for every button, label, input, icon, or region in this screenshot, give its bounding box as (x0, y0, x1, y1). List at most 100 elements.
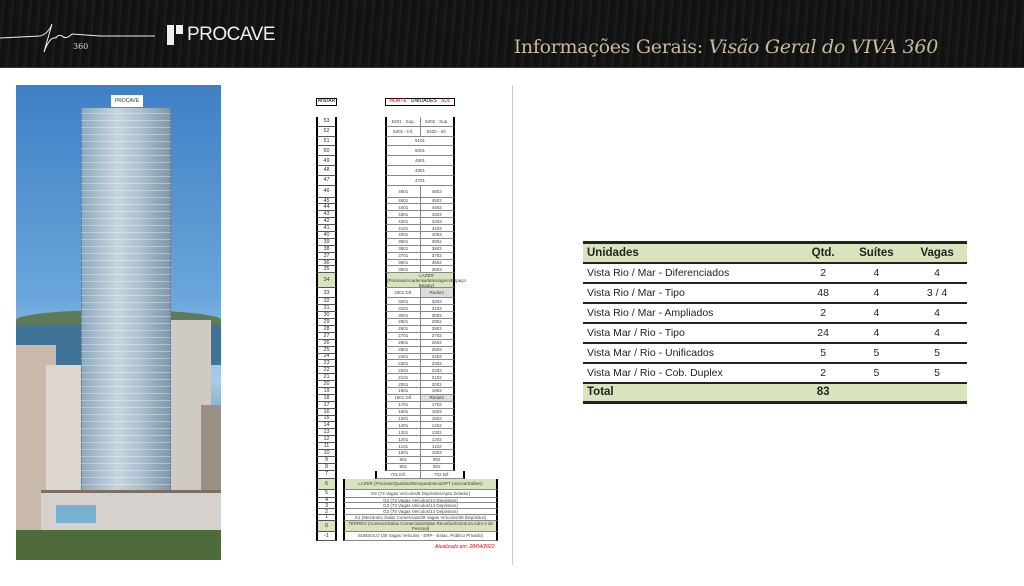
floor-number: 16 (316, 409, 337, 416)
unit-cell: 5201 - Inf. (393, 128, 414, 134)
page-title: Informações Gerais: Visão Geral do VIVA … (514, 36, 939, 58)
floor-units: 3301 Dif.Reduto (385, 288, 455, 299)
floor-number: 47 (316, 175, 337, 186)
floor-units: 2901 2902 (385, 319, 455, 326)
units-header: NORTE UNIDADES SUL (385, 98, 455, 106)
table-cell: 4 (907, 322, 967, 344)
floor-units: 1001 1002 (385, 449, 455, 457)
floor-number: 45 (316, 198, 337, 205)
floor-number: 29 (316, 319, 337, 326)
table-cell: 4 (845, 282, 908, 304)
floor-units: 4701 (385, 175, 455, 186)
floor-number: 32 (316, 298, 337, 306)
floor-number: 14 (316, 422, 337, 430)
unit-cell: 701 Dif. (390, 471, 406, 477)
unit-cell: 1002 (419, 449, 454, 456)
floor-number: 0 (316, 520, 337, 532)
unit-cell: 4401 (398, 204, 409, 210)
unit-cell: 3901 (398, 239, 409, 245)
unit-cell: 2901 (398, 319, 409, 325)
unit-cell: LAZER (Piscinas/Quadras/Brinquedoteca/SP… (358, 481, 483, 487)
floor-number: 3 (316, 503, 337, 510)
table-cell: 4 (907, 262, 967, 284)
floor-number: 12 (316, 436, 337, 444)
table-cell: 4 (845, 262, 908, 284)
floor-number: 13 (316, 429, 337, 437)
floor-units: 5001 (385, 146, 455, 157)
unit-cell: 4201 (398, 218, 409, 224)
unit-cell: 3602 (419, 259, 454, 266)
floor-number: 52 (316, 126, 337, 137)
unit-cell: 4302 (419, 211, 454, 218)
unit-cell: 3802 (419, 245, 454, 252)
unit-cell: 702 Dif. (419, 470, 464, 478)
unit-cell: Reduto (419, 394, 453, 401)
table-cell: Vista Rio / Mar - Ampliados (583, 302, 801, 324)
floor-number: 30 (316, 312, 337, 320)
floor-units: G1 (Mezanino Salas Comerciais/39 Vagas V… (343, 515, 498, 521)
unit-cell: G2 (70 Vagas Veículos/14 Depósitos) (383, 509, 458, 515)
unit-cell: 1501 (398, 415, 409, 421)
unit-cell: 4101 (398, 225, 409, 231)
unit-cell: G4 (73 Vagas Veículos/14 Depósitos) (383, 497, 458, 503)
unit-cell: 1102 (419, 443, 454, 449)
unit-cell: 5202 - Sup. (419, 117, 454, 126)
floor-number: 37 (316, 253, 337, 260)
floor-units: 4801 (385, 165, 455, 176)
unit-cell: 1001 (398, 450, 409, 456)
floor-number: 1 (316, 514, 337, 521)
floor-number: 11 (316, 443, 337, 450)
updated-note: Atualizado em: 28/04/2022 (435, 544, 495, 550)
floor-number: 28 (316, 326, 337, 333)
unit-cell: 1301 (398, 429, 409, 435)
floor-number: 39 (316, 239, 337, 246)
floor-number: 26 (316, 340, 337, 347)
unit-cell: 2101 (398, 374, 409, 380)
table-cell: 3 / 4 (907, 282, 967, 304)
unit-cell: SUBSOLO (36 Vagas Veículos - ERP - Estac… (357, 533, 484, 539)
floor-number: 35 (316, 266, 337, 274)
unit-cell: 2602 (419, 339, 454, 346)
floor-number: 41 (316, 225, 337, 233)
table-cell: 4 (845, 302, 908, 324)
unit-cell: 1601 (398, 409, 409, 415)
procave-mark-icon (167, 25, 183, 45)
unit-cell: 4901 (414, 158, 425, 164)
unit-cell: 2902 (419, 319, 454, 325)
floor-number: 20 (316, 381, 337, 388)
